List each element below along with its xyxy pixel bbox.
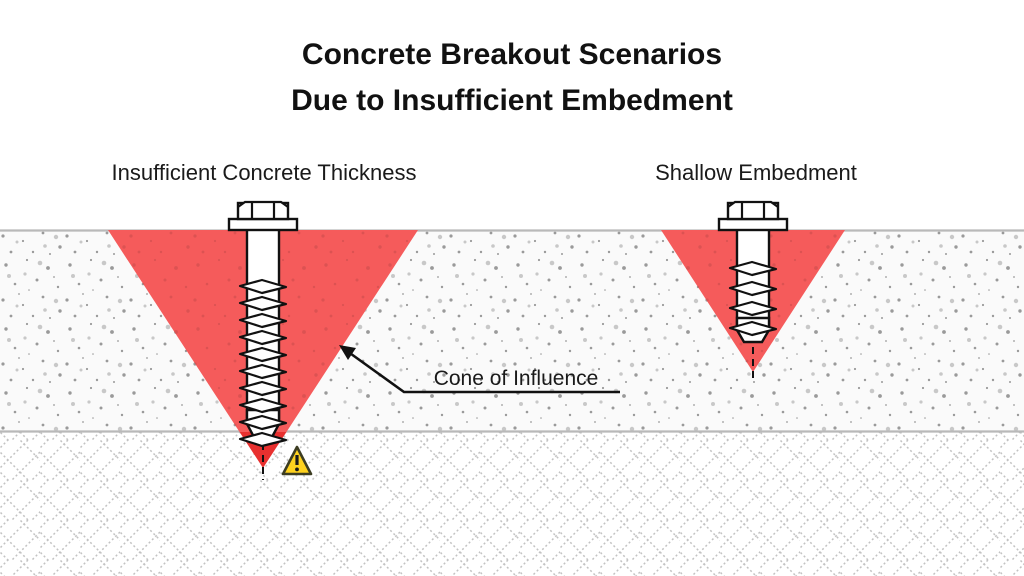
scenario-label-right: Shallow Embedment bbox=[655, 160, 857, 185]
fastener-right bbox=[717, 200, 789, 378]
hex-head-facets-right bbox=[727, 200, 779, 219]
scenario-label-left: Insufficient Concrete Thickness bbox=[112, 160, 417, 185]
screw-threads-left bbox=[238, 278, 288, 448]
cone-of-influence-label: Cone of Influence bbox=[434, 367, 599, 390]
leader-line bbox=[346, 349, 620, 394]
page-title-line1: Concrete Breakout Scenarios bbox=[302, 38, 722, 71]
page-title-line2: Due to Insufficient Embedment bbox=[291, 84, 733, 117]
fastener-left bbox=[227, 200, 299, 480]
cone-of-influence-annotation: Cone of Influence bbox=[339, 345, 620, 394]
leader-arrowhead bbox=[339, 345, 356, 360]
washer-flange-left bbox=[227, 217, 299, 232]
warning-triangle-icon bbox=[281, 445, 313, 476]
screw-threads-right bbox=[728, 260, 778, 337]
substrate-layer bbox=[0, 432, 1024, 576]
washer-flange-right bbox=[717, 217, 789, 232]
hex-head-facets-left bbox=[237, 200, 289, 219]
